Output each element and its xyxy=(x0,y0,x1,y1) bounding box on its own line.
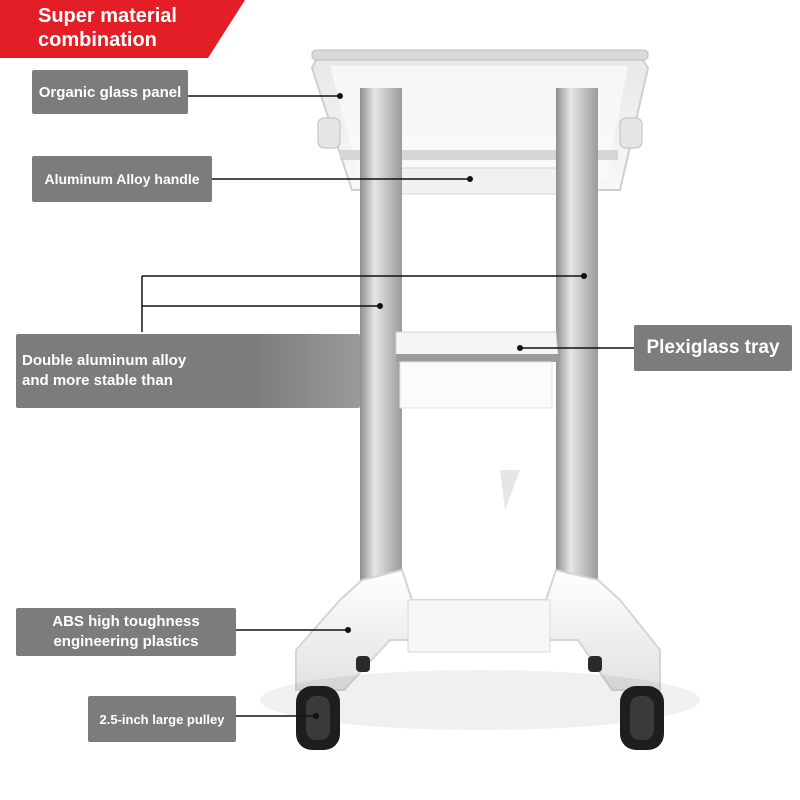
banner-background xyxy=(0,0,245,58)
headline-line-1: Super material xyxy=(38,5,177,27)
label-abs-line-1: ABS high toughness xyxy=(52,613,200,630)
aluminum-handle xyxy=(317,117,643,195)
label-organic-glass-panel: Organic glass panel xyxy=(32,70,188,114)
headline-banner: Super material combination xyxy=(0,0,245,58)
leader-lines xyxy=(141,95,634,717)
headline-line-2: combination xyxy=(38,29,157,51)
abs-base xyxy=(260,568,700,730)
plexiglass-tray xyxy=(395,331,560,510)
label-double-aluminum-line-2: and more stable than xyxy=(22,372,173,389)
leader-dots xyxy=(313,93,587,719)
aluminum-poles xyxy=(360,88,598,588)
headline-text: Super material combination xyxy=(38,4,238,52)
label-plexiglass-tray: Plexiglass tray xyxy=(634,325,792,371)
label-pulley: 2.5-inch large pulley xyxy=(88,696,236,742)
label-aluminum-handle: Aluminum Alloy handle xyxy=(32,156,212,202)
label-double-aluminum: Double aluminum alloy and more stable th… xyxy=(16,334,360,408)
label-abs-line-2: engineering plastics xyxy=(53,633,199,650)
label-abs-plastics: ABS high toughness engineering plastics xyxy=(16,608,236,656)
label-double-aluminum-line-1: Double aluminum alloy xyxy=(22,352,187,369)
